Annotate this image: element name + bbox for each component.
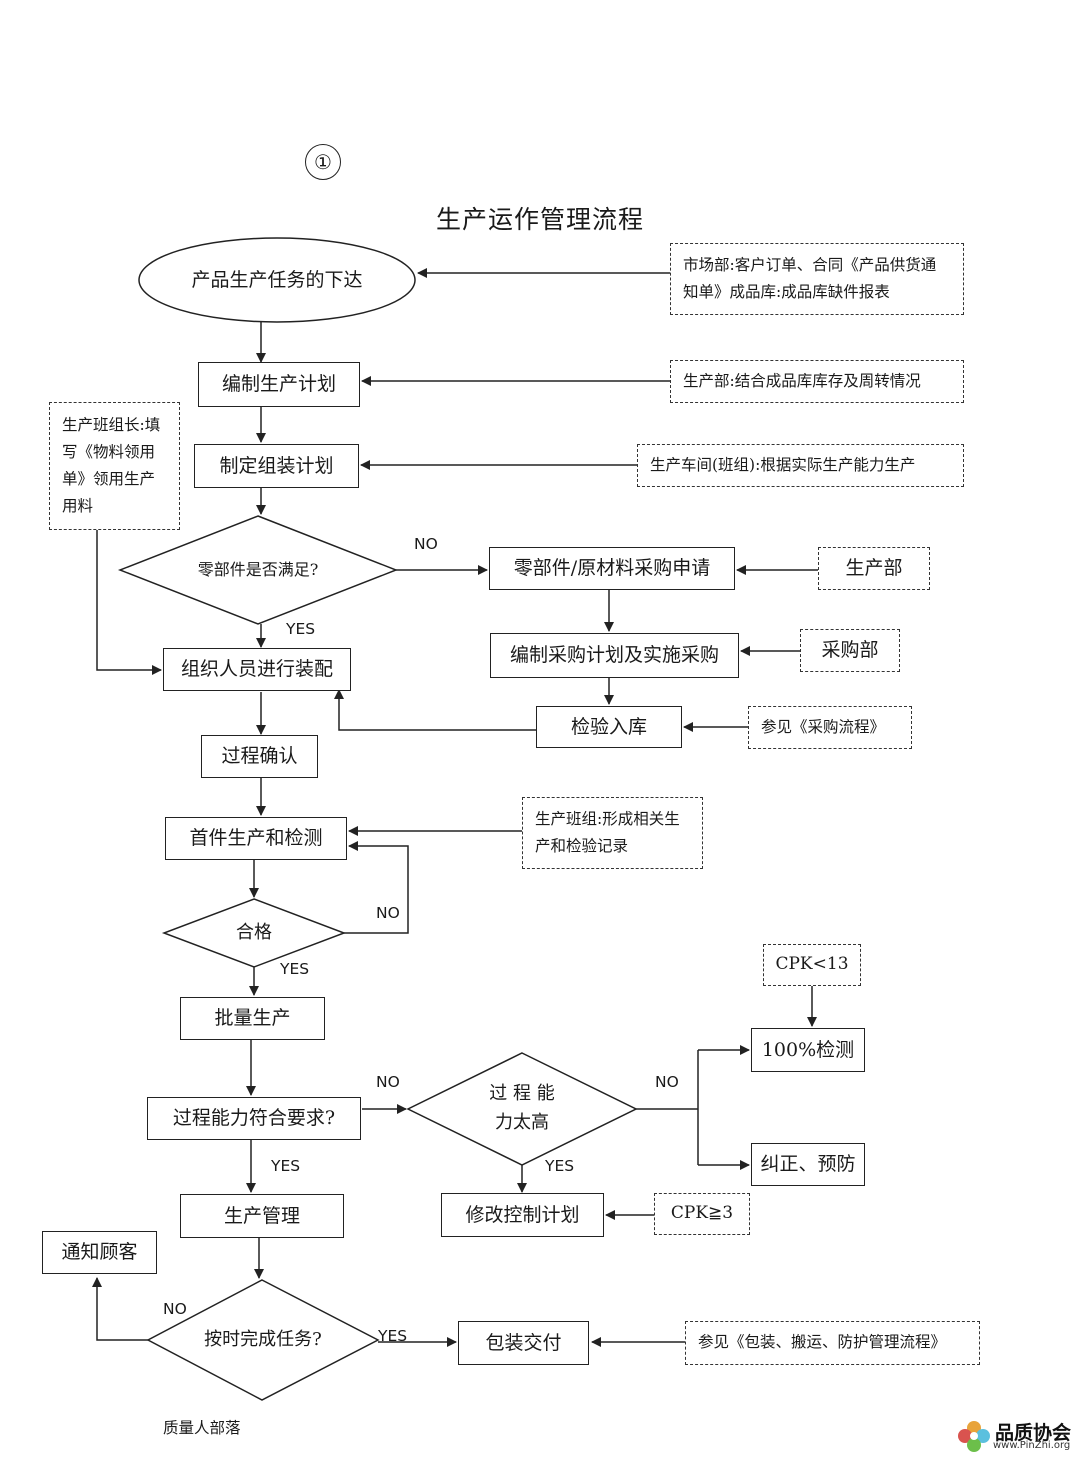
cpk-low-note: CPK<13 [763, 944, 861, 986]
first-article-node: 首件生产和检测 [165, 817, 347, 860]
ontime-decision-shape [146, 1279, 380, 1401]
organize-assembly-node: 组织人员进行装配 [163, 648, 351, 691]
capability-check-node: 过程能力符合要求? [147, 1097, 361, 1140]
purchase-dept-note: 采购部 [800, 629, 900, 672]
team-records-note: 生产班组:形成相关生产和检验记录 [522, 797, 703, 869]
prod-dept-note: 生产部 [818, 547, 930, 590]
label-no-parts: NO [414, 535, 438, 553]
purchase-flow-note: 参见《采购流程》 [748, 706, 912, 749]
corrective-node: 纠正、预防 [751, 1143, 865, 1186]
workshop-note: 生产车间(班组):根据实际生产能力生产 [637, 444, 964, 487]
page-number: ① [305, 144, 341, 180]
plan-node: 编制生产计划 [198, 362, 360, 407]
full-inspection-node: 100%检测 [751, 1028, 865, 1072]
parts-decision-shape [117, 515, 399, 625]
start-node: 产品生产任务的下达 [191, 268, 363, 291]
footer-text: 质量人部落 [163, 1419, 241, 1437]
label-yes-ontime: YES [378, 1327, 408, 1345]
label-yes-capability: YES [271, 1157, 301, 1175]
label-yes-parts: YES [286, 620, 316, 638]
packaging-ref-note: 参见《包装、搬运、防护管理流程》 [685, 1321, 980, 1365]
process-confirm-node: 过程确认 [201, 735, 318, 778]
team-leader-note: 生产班组长:填写《物料领用单》领用生产用料 [49, 402, 180, 530]
parts-decision-text: 零部件是否满足? [197, 560, 319, 580]
label-no-capability: NO [376, 1073, 400, 1091]
logo-name: 品质协会 [995, 1422, 1072, 1444]
purchase-plan-node: 编制采购计划及实施采购 [490, 633, 739, 678]
production-mgmt-node: 生产管理 [180, 1194, 344, 1238]
start-oval [138, 237, 416, 323]
label-yes-qualified: YES [280, 960, 310, 978]
flower-icon [958, 1421, 990, 1452]
modify-control-node: 修改控制计划 [441, 1193, 604, 1237]
brand-logo: 品质协会 www.PinZhi.org [955, 1418, 1080, 1454]
prod-dept-inventory-note: 生产部:结合成品库库存及周转情况 [670, 360, 964, 403]
packaging-node: 包装交付 [458, 1321, 589, 1365]
label-yes-high: YES [545, 1157, 575, 1175]
label-no-ontime: NO [163, 1300, 187, 1318]
capability-high-text: 过 程 能 力太高 [489, 1083, 555, 1133]
label-no-high: NO [655, 1073, 679, 1091]
qualified-decision-text: 合格 [236, 921, 272, 943]
ontime-decision-text: 按时完成任务? [204, 1328, 322, 1350]
market-note: 市场部:客户订单、合同《产品供货通知单》成品库:成品库缺件报表 [670, 243, 964, 315]
assembly-plan-node: 制定组装计划 [194, 444, 359, 488]
cpk-high-note: CPK≧3 [654, 1193, 750, 1235]
logo-url: www.PinZhi.org [993, 1440, 1071, 1451]
label-no-qualified: NO [376, 904, 400, 922]
inspection-storage-node: 检验入库 [536, 706, 682, 748]
notify-customer-node: 通知顾客 [42, 1231, 157, 1274]
mass-production-node: 批量生产 [180, 997, 325, 1040]
purchase-request-node: 零部件/原材料采购申请 [489, 547, 735, 590]
page-title: 生产运作管理流程 [435, 205, 644, 234]
